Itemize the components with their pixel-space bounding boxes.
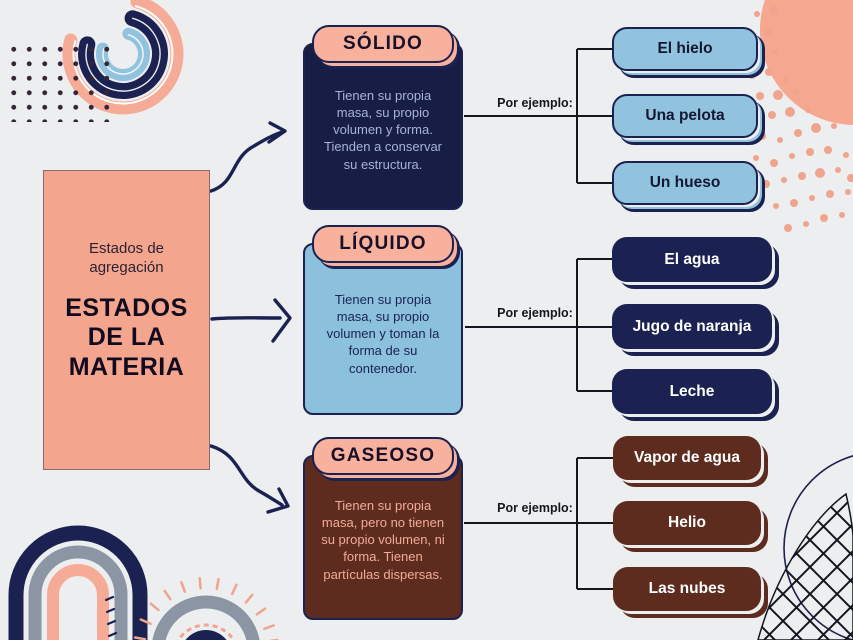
dots-grid-decoration	[2, 38, 118, 122]
sun-rays-decoration	[133, 577, 279, 640]
arrow-to-solido	[209, 121, 287, 193]
connector-lines-solido	[464, 48, 612, 184]
outline-circle-decoration	[783, 455, 853, 640]
crosshatch-leaf-decoration	[757, 492, 853, 640]
connector-lines-gaseoso	[464, 457, 613, 590]
arrow-to-liquido	[210, 298, 292, 343]
sun-arch-decoration	[133, 577, 279, 640]
stitch-marks-decoration	[104, 595, 118, 638]
arrow-to-gaseoso	[209, 444, 290, 514]
blob-top-right-decoration	[760, 0, 853, 125]
rainbow-bottom-left-decoration	[8, 525, 148, 640]
connector-lines-liquido	[465, 258, 612, 392]
